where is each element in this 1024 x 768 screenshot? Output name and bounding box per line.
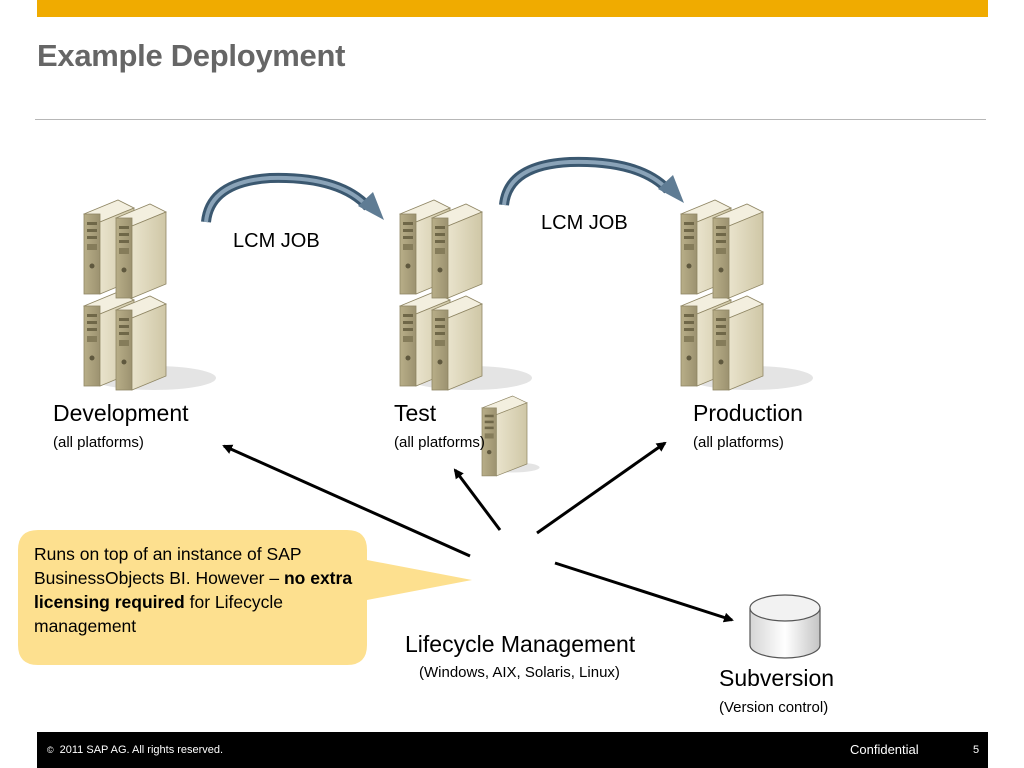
database-cylinder-icon (749, 594, 821, 659)
callout-text-after: for Lifecycle management (34, 592, 283, 636)
subversion-label: Subversion (719, 665, 835, 691)
curved-arrow-icon-test-to-prod (499, 156, 684, 206)
subversion-sub: (Version control) (719, 699, 829, 716)
callout-text: Runs on top of an instance of SAP Busine… (34, 542, 354, 638)
lcm-sub: (Windows, AIX, Solaris, Linux) (419, 664, 620, 681)
copyright-text: 2011 SAP AG. All rights reserved. (59, 744, 224, 756)
arrow-to-development (222, 444, 471, 558)
title-divider (35, 119, 986, 120)
lcm-server-icon (481, 395, 540, 477)
page-number: 5 (973, 744, 980, 756)
test-label: Test (394, 400, 437, 426)
copyright-symbol: © (47, 745, 54, 755)
production-label: Production (693, 400, 803, 426)
arrow-to-production (536, 441, 667, 535)
arrow-to-test (453, 468, 502, 531)
lcm-job-label-test-prod: LCM JOB (541, 212, 628, 234)
curved-arrow-icon-dev-to-test (201, 172, 384, 223)
development-server-rack-icon (84, 200, 216, 390)
production-server-rack-icon (681, 200, 813, 390)
callout-text-bold: no extra licensing required (34, 568, 353, 612)
development-sub: (all platforms) (53, 434, 144, 451)
footer-confidential: Confidential (850, 742, 919, 757)
test-server-rack-icon (400, 200, 532, 390)
lcm-label: Lifecycle Management (405, 631, 636, 657)
test-sub: (all platforms) (394, 434, 485, 451)
footer-bar: © 2011 SAP AG. All rights reserved. Confi… (37, 732, 988, 768)
footer-copyright: © 2011 SAP AG. All rights reserved. (47, 744, 223, 756)
slide-title: Example Deployment (37, 38, 346, 73)
development-label: Development (53, 400, 189, 426)
callout-bubble (18, 530, 472, 665)
arrow-to-subversion (554, 561, 734, 623)
top-accent-bar (37, 0, 988, 17)
lcm-job-label-dev-test: LCM JOB (233, 230, 320, 252)
production-sub: (all platforms) (693, 434, 784, 451)
callout-text-before: Runs on top of an instance of SAP Busine… (34, 544, 302, 588)
